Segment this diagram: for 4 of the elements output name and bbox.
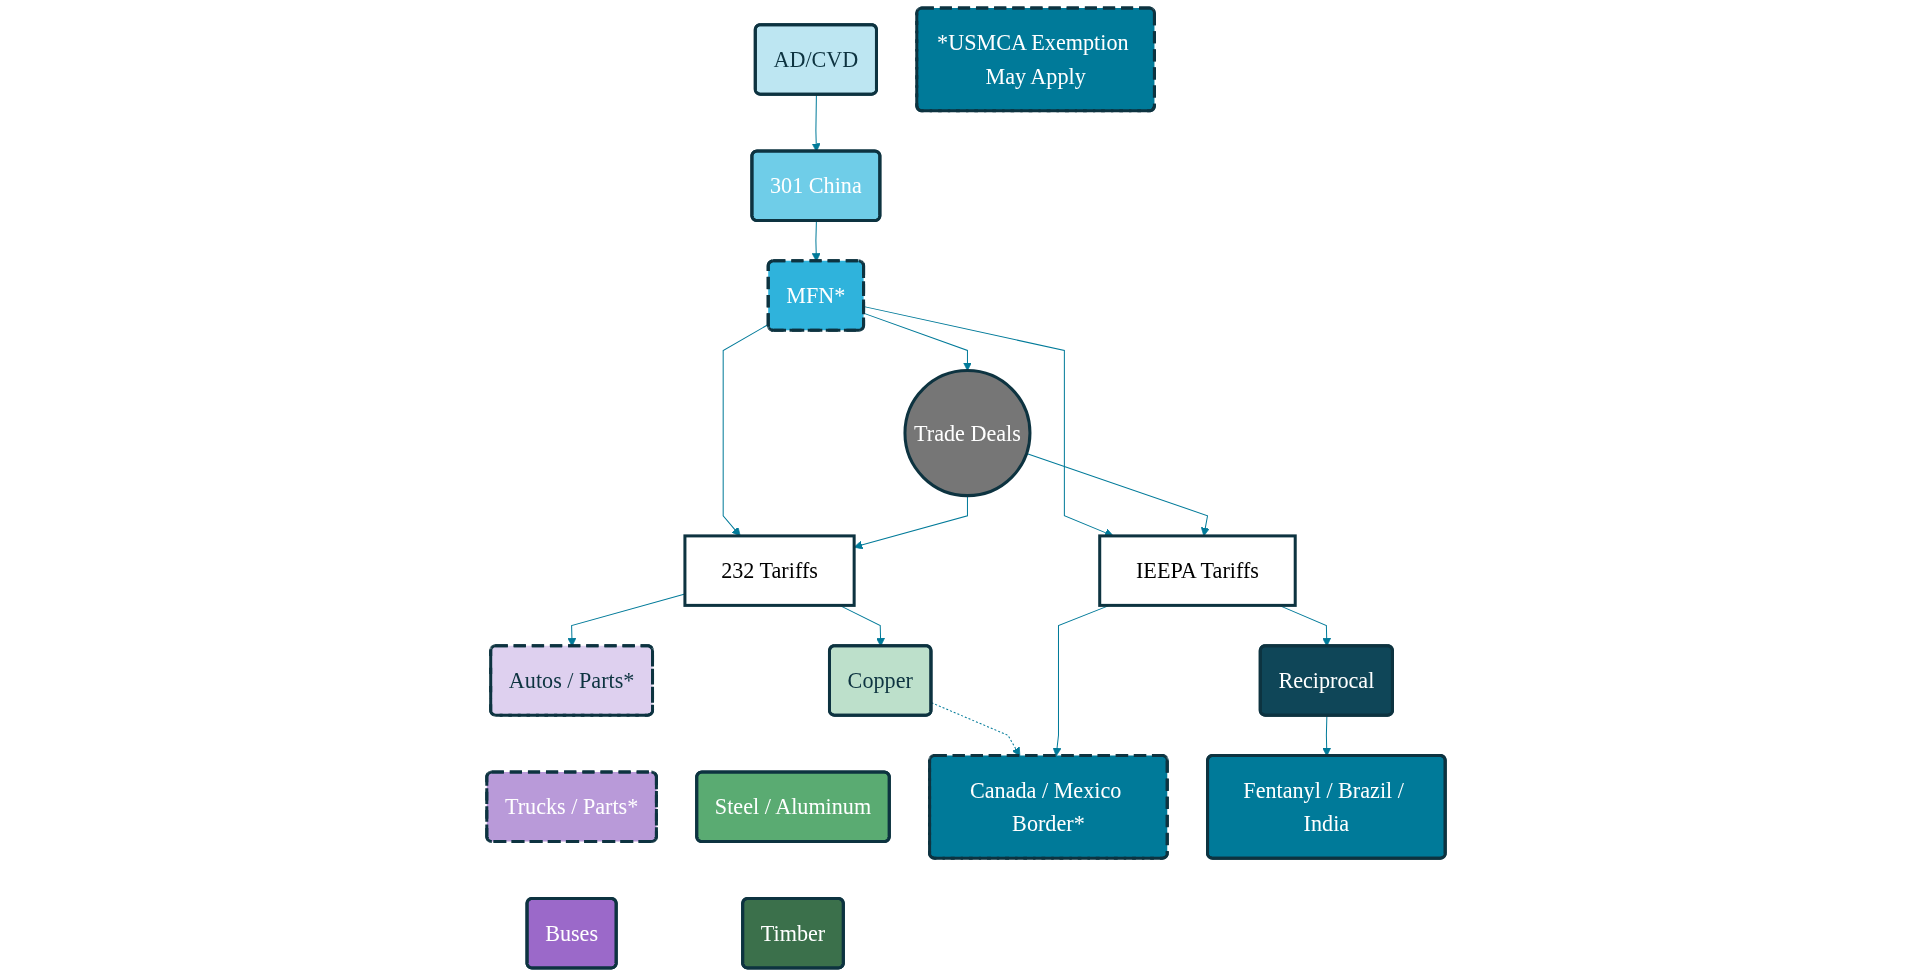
arrow — [811, 94, 821, 152]
node-box: 232 Tariffs — [683, 534, 856, 607]
node-box: IEEPA Tariffs — [1098, 534, 1297, 607]
node-circle: Trade Deals — [903, 369, 1032, 498]
